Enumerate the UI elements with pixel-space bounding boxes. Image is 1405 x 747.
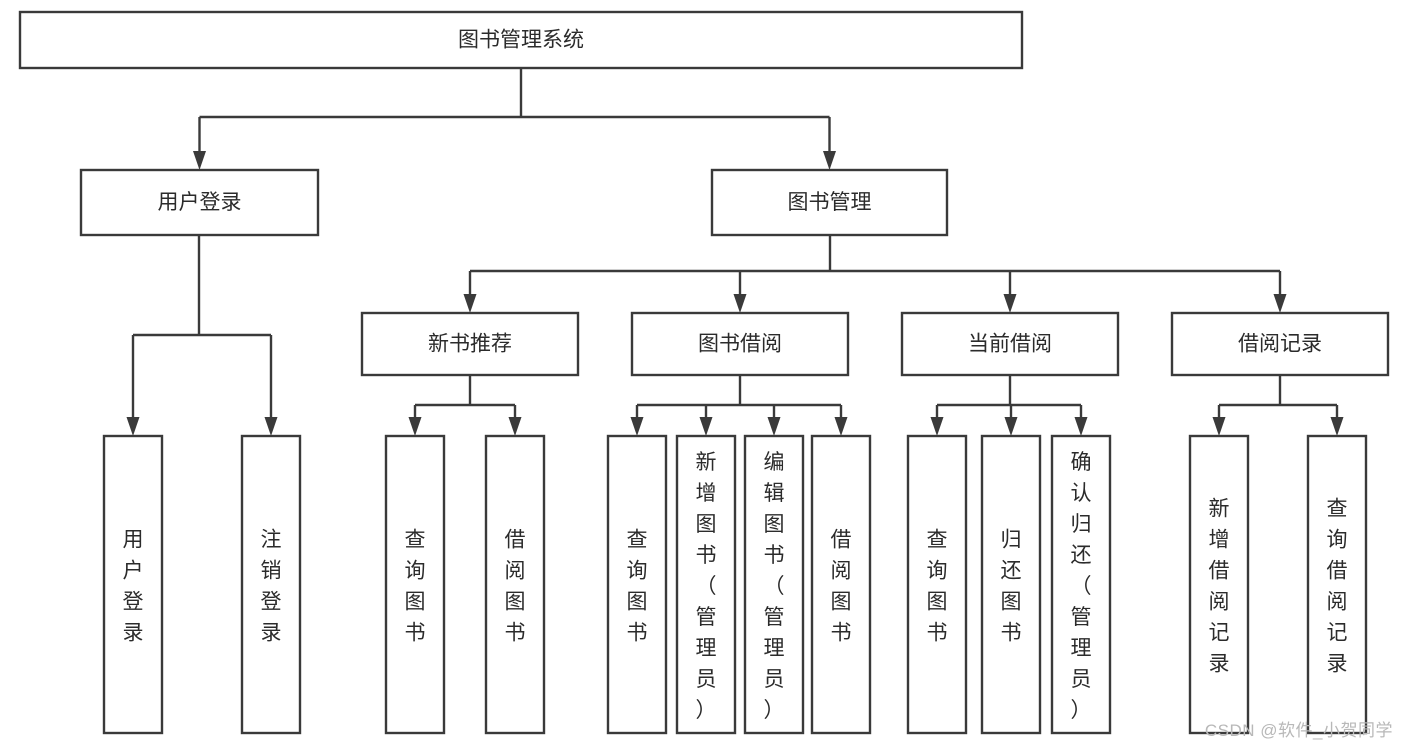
node-box [675,434,737,735]
node-label: 归还图书 [1001,529,1022,645]
node-l4-b2[interactable]: 借阅图书 [484,434,546,735]
node-label: 查询图书 [927,529,948,645]
node-label: 查询图书 [405,529,426,645]
node-label: 借阅记录 [1238,333,1322,356]
node-box [980,434,1042,735]
node-box [240,434,302,735]
node-box [18,10,1024,70]
node-l4-a1[interactable]: 用户登录 [102,434,164,735]
node-box [906,434,968,735]
node-box [1170,311,1390,377]
connector-group-l3-record [1212,375,1344,436]
node-box [1306,434,1368,735]
node-box [1050,434,1112,735]
node-l4-c3[interactable]: 编辑图书（管理员） [743,434,805,735]
node-box [102,434,164,735]
node-label: 新增借阅记录 [1209,498,1230,676]
node-l4-c4[interactable]: 借阅图书 [810,434,872,735]
node-l4-c2[interactable]: 新增图书（管理员） [675,434,737,735]
node-label: 确认归还（管理员） [1071,451,1092,722]
connector-group-l3-current [930,375,1088,436]
node-label: 用户登录 [123,529,144,645]
node-l4-d2[interactable]: 归还图书 [980,434,1042,735]
node-l4-d1[interactable]: 查询图书 [906,434,968,735]
node-box [79,168,320,237]
node-l4-e1[interactable]: 新增借阅记录 [1188,434,1250,735]
node-box [630,311,850,377]
node-l2-login[interactable]: 用户登录 [79,168,320,237]
node-l4-e2[interactable]: 查询借阅记录 [1306,434,1368,735]
node-box [484,434,546,735]
node-l4-c1[interactable]: 查询图书 [606,434,668,735]
node-box [710,168,949,237]
node-l3-borrow[interactable]: 图书借阅 [630,311,850,377]
node-label: 新增图书（管理员） [696,451,717,722]
node-label: 借阅图书 [831,529,852,645]
node-label: 新书推荐 [428,333,512,356]
node-box [384,434,446,735]
node-label: 当前借阅 [968,333,1052,356]
node-l4-a2[interactable]: 注销登录 [240,434,302,735]
node-l3-record[interactable]: 借阅记录 [1170,311,1390,377]
node-label: 查询借阅记录 [1327,498,1348,676]
connector-group-l3-new [408,375,522,436]
node-l3-new[interactable]: 新书推荐 [360,311,580,377]
node-root[interactable]: 图书管理系统 [18,10,1024,70]
connector-group-l2-login [126,235,278,436]
node-box [360,311,580,377]
connector-group-root [193,68,836,170]
connector-group-l2-book [463,235,1287,313]
node-label: 查询图书 [627,529,648,645]
connector-group-l3-borrow [630,375,848,436]
node-label: 图书借阅 [698,333,782,356]
node-l4-b1[interactable]: 查询图书 [384,434,446,735]
node-box [743,434,805,735]
node-label: 编辑图书（管理员） [764,451,785,722]
node-box [606,434,668,735]
node-box [810,434,872,735]
node-label: 注销登录 [261,529,282,645]
node-label: 图书管理 [788,191,872,214]
node-label: 用户登录 [158,191,242,214]
node-l4-d3[interactable]: 确认归还（管理员） [1050,434,1112,735]
node-label: 借阅图书 [505,529,526,645]
node-l2-book[interactable]: 图书管理 [710,168,949,237]
node-box [1188,434,1250,735]
node-label: 图书管理系统 [458,29,584,52]
node-box [900,311,1120,377]
node-l3-current[interactable]: 当前借阅 [900,311,1120,377]
